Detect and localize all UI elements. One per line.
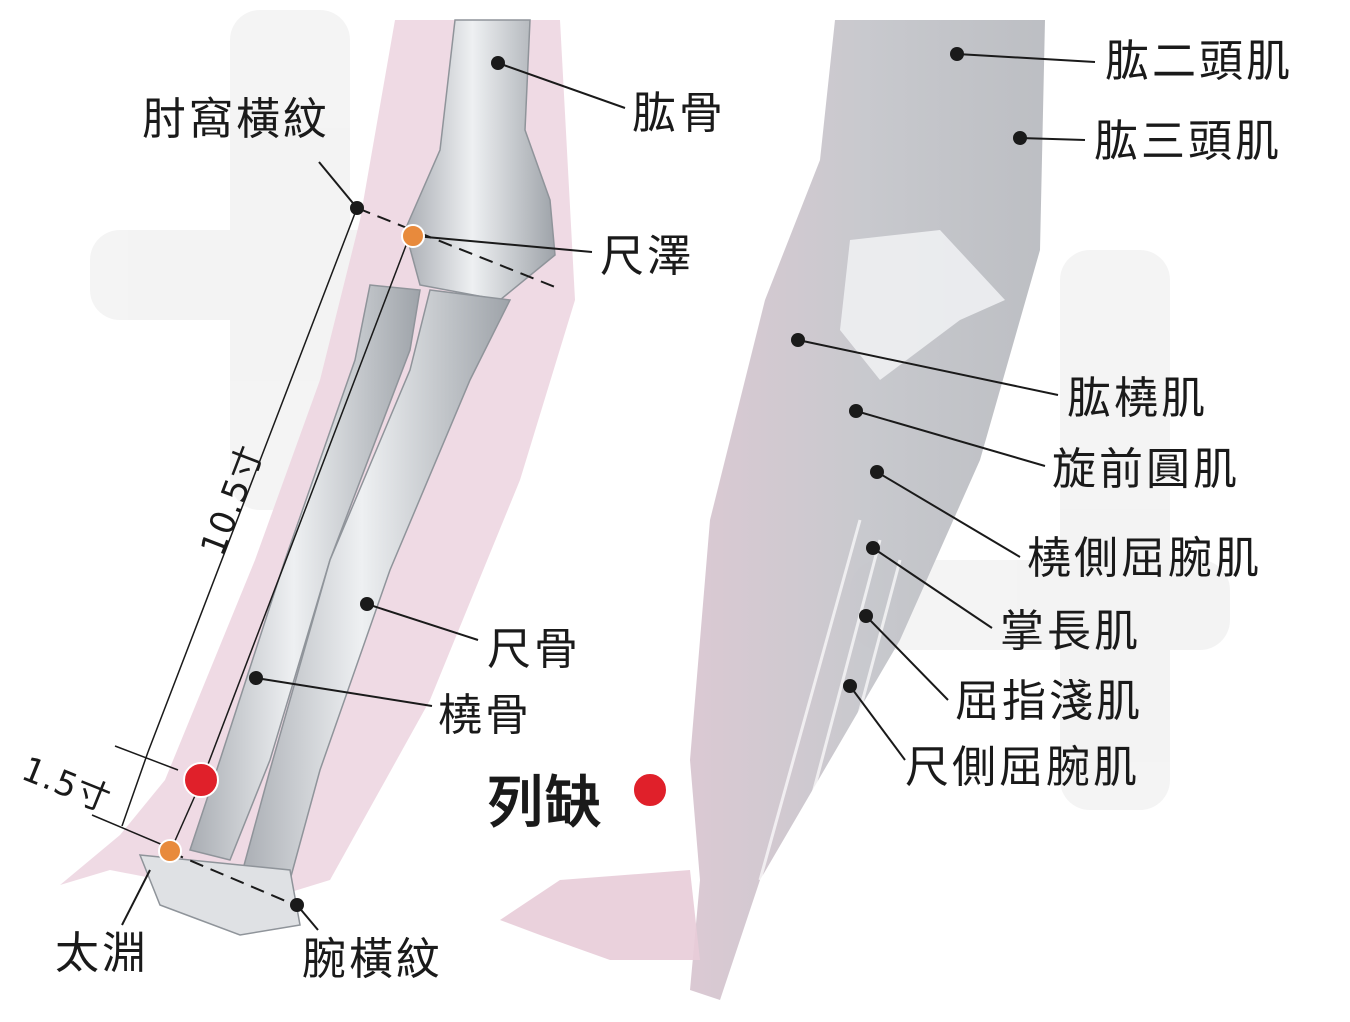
label-taiyuan: 太淵 xyxy=(55,928,149,979)
hand-base xyxy=(500,870,700,960)
right-leader-dots xyxy=(791,47,1027,693)
chize-acupoint xyxy=(401,224,425,248)
label-ulna: 尺骨 xyxy=(487,624,581,675)
wrist-bones xyxy=(138,854,301,936)
label-flexor-carpi-radialis: 橈側屈腕肌 xyxy=(1027,533,1262,584)
label-lieque: 列缺 xyxy=(487,771,603,836)
label-brachioradialis: 肱橈肌 xyxy=(1067,373,1208,424)
label-chize: 尺澤 xyxy=(600,231,694,282)
label-flexor-carpi-ulnaris: 尺側屈腕肌 xyxy=(905,742,1140,793)
tendon-lines xyxy=(758,519,902,881)
measurement-lines xyxy=(91,207,556,906)
label-wrist-crease: 腕橫紋 xyxy=(302,934,443,985)
label-triceps: 肱三頭肌 xyxy=(1094,116,1282,167)
label-radius: 橈骨 xyxy=(438,690,532,741)
label-biceps: 肱二頭肌 xyxy=(1105,36,1293,87)
right-arm-muscles xyxy=(690,20,1045,1000)
right-leader-lines xyxy=(797,53,1096,761)
radius-bone xyxy=(189,284,421,861)
lieque-acupoint-left xyxy=(183,762,219,798)
humerus-bone xyxy=(404,19,556,301)
left-leader-dots xyxy=(249,56,505,912)
left-leader-lines xyxy=(121,62,626,931)
lieque-acupoint-right xyxy=(632,772,668,808)
taiyuan-acupoint xyxy=(158,839,182,863)
label-elbow-crease: 肘窩橫紋 xyxy=(142,94,330,145)
label-humerus: 肱骨 xyxy=(632,88,726,139)
label-palmaris-longus: 掌長肌 xyxy=(1000,606,1141,657)
label-pronator-teres: 旋前圓肌 xyxy=(1052,444,1240,495)
label-flexor-digitorum-superficialis: 屈指淺肌 xyxy=(955,676,1143,727)
elbow-tendon xyxy=(840,230,1005,380)
